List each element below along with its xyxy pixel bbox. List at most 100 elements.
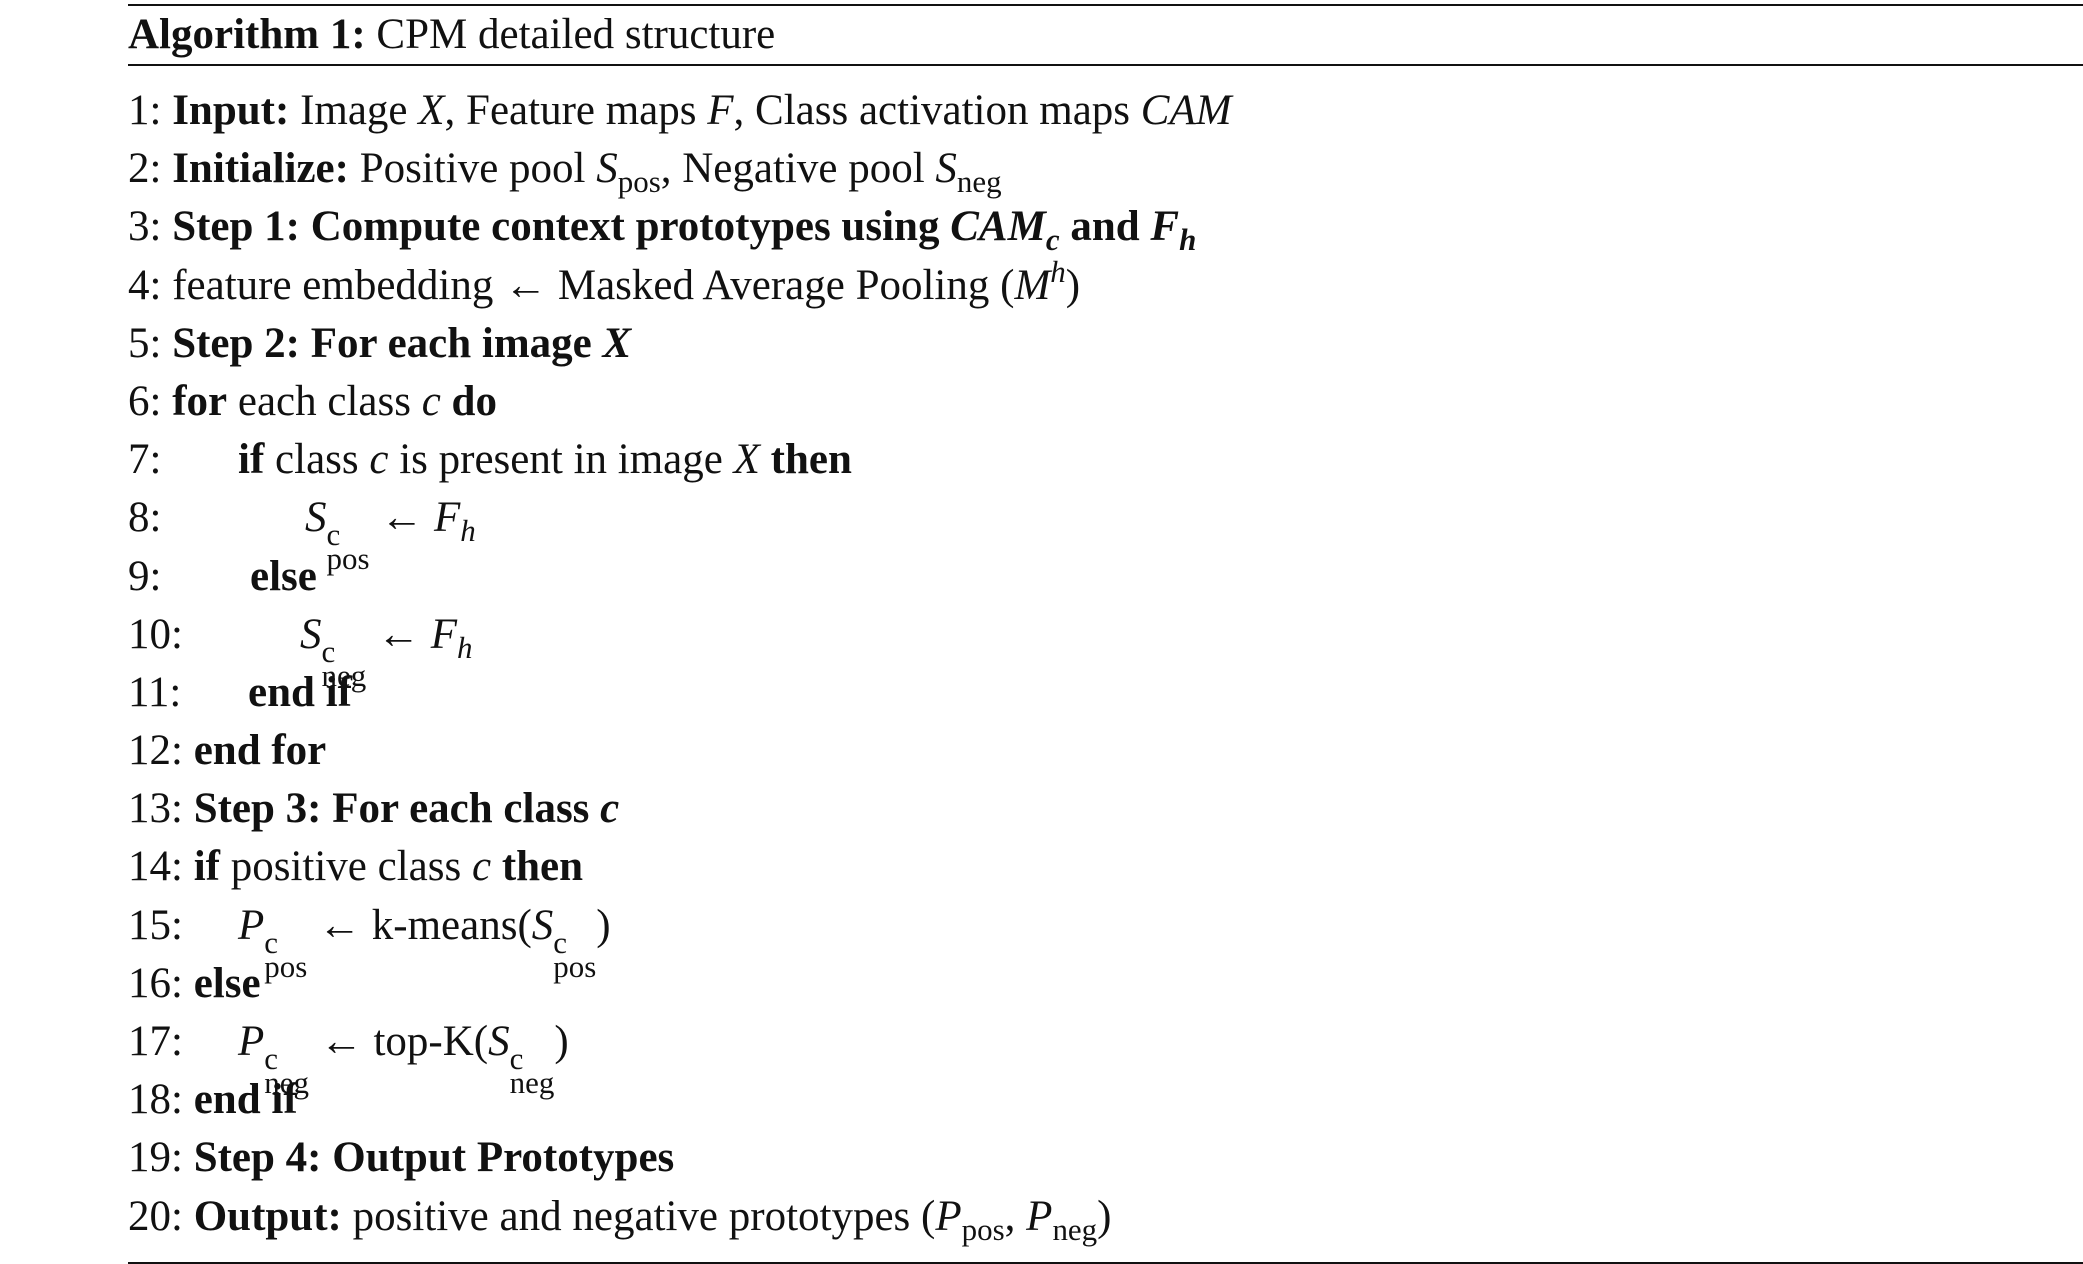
math-var: c <box>600 785 620 833</box>
math-var: P <box>1026 1192 1053 1240</box>
left-arrow-icon: ← <box>318 901 362 949</box>
line-5: 5: Step 2: For each image X <box>128 315 2083 373</box>
math-var: S <box>935 145 957 193</box>
math-superscript: c <box>264 1040 279 1076</box>
line-9: 9: else <box>128 548 2083 606</box>
math-subscript: pos <box>553 948 597 984</box>
math-subscript: c <box>1045 222 1060 258</box>
line-number: 17: <box>128 1018 183 1065</box>
algorithm-lines: 1: Input: Image X, Feature maps F, Class… <box>128 82 2083 1246</box>
text: positive and negative prototypes <box>352 1192 911 1240</box>
math-subscript: neg <box>264 1065 309 1101</box>
math-subscript: neg <box>1052 1211 1098 1247</box>
keyword: then <box>770 436 852 484</box>
text: Masked Average Pooling <box>557 261 990 309</box>
line-number: 4: <box>128 261 162 309</box>
line-number: 11: <box>128 668 182 716</box>
top-rule <box>128 4 2083 6</box>
line-16: 16: else <box>128 955 2083 1013</box>
math-var: c <box>421 377 441 425</box>
line-number: 20: <box>128 1192 183 1240</box>
math-superscript: c <box>264 924 279 960</box>
keyword: Input: <box>172 87 290 134</box>
math-var: c <box>471 843 492 891</box>
math-var: P <box>238 901 265 949</box>
line-number: 10: <box>128 610 183 658</box>
text: Step 3: For each class <box>193 785 590 833</box>
line-3: 3: Step 1: Compute context prototypes us… <box>128 198 2083 256</box>
line-6: 6: for each class c do <box>128 373 2083 431</box>
math-subscript: pos <box>617 164 661 200</box>
math-var: P <box>935 1192 962 1240</box>
text: feature embedding <box>172 261 494 309</box>
math-var: S <box>596 145 618 193</box>
paren: ) <box>1065 261 1081 309</box>
text: each class <box>237 377 411 425</box>
keyword: end if <box>248 668 352 716</box>
math-superscript: c <box>553 924 568 960</box>
keyword: end for <box>193 727 327 775</box>
math-var: P <box>238 1018 265 1065</box>
line-number: 7: <box>128 436 162 484</box>
math-subscript: h <box>1179 222 1197 258</box>
math-var: X <box>733 436 760 484</box>
math-subscript: pos <box>961 1211 1005 1247</box>
caption-text: CPM detailed structure <box>376 11 776 58</box>
line-20: 20: Output: positive and negative protot… <box>128 1188 2083 1246</box>
line-number: 18: <box>128 1076 183 1124</box>
keyword: do <box>451 377 497 425</box>
line-number: 14: <box>128 843 183 891</box>
math-var: S <box>305 494 327 542</box>
text: is present in image <box>399 436 723 484</box>
line-number: 15: <box>128 901 183 949</box>
math-var: CAM <box>1140 87 1232 134</box>
line-number: 9: <box>128 552 162 600</box>
math-var: F <box>430 610 457 658</box>
math-superscript: h <box>1050 253 1066 289</box>
math-var: F <box>434 494 461 542</box>
text: Positive pool <box>359 145 586 193</box>
keyword: Output: <box>193 1192 342 1240</box>
math-superscript: c <box>321 633 336 669</box>
bottom-rule <box>128 1261 2083 1264</box>
line-14: 14: if positive class c then <box>128 838 2083 896</box>
paren: ) <box>596 901 611 949</box>
line-18: 18: end if <box>128 1071 2083 1129</box>
math-var: F <box>1150 203 1180 251</box>
left-arrow-icon: ← <box>504 261 548 309</box>
left-arrow-icon: ← <box>380 494 424 542</box>
line-2: 2: Initialize: Positive pool Spos, Negat… <box>128 140 2083 198</box>
math-subscript: pos <box>326 541 370 577</box>
caption-rule <box>128 64 2083 66</box>
text: Step 4: Output Prototypes <box>193 1134 675 1182</box>
line-number: 1: <box>128 87 162 134</box>
line-7: 7: if class c is present in image X then <box>128 431 2083 489</box>
algorithm-box: Algorithm 1: CPM detailed structure 1: I… <box>128 0 2083 1264</box>
text: positive class <box>230 843 462 891</box>
line-1: 1: Input: Image X, Feature maps F, Class… <box>128 82 2083 140</box>
keyword: if <box>193 843 220 891</box>
line-number: 3: <box>128 203 162 251</box>
keyword: end if <box>193 1076 298 1124</box>
line-19: 19: Step 4: Output Prototypes <box>128 1129 2083 1187</box>
math-var: CAM <box>950 203 1046 251</box>
math-superscript: c <box>509 1040 524 1076</box>
keyword: else <box>193 959 261 1007</box>
math-var: c <box>369 436 389 484</box>
text: , <box>1004 1192 1016 1240</box>
keyword: then <box>501 843 584 891</box>
paren: ) <box>554 1018 569 1065</box>
paren: ) <box>1097 1192 1112 1240</box>
math-subscript: h <box>456 629 473 665</box>
left-arrow-icon: ← <box>319 1018 363 1065</box>
math-var: M <box>1014 261 1051 309</box>
function-name: top-K( <box>373 1018 489 1065</box>
math-var: S <box>488 1018 510 1065</box>
text: , Feature maps <box>444 87 697 134</box>
text: Step 2: For each image <box>172 319 592 367</box>
math-subscript: neg <box>321 657 367 693</box>
